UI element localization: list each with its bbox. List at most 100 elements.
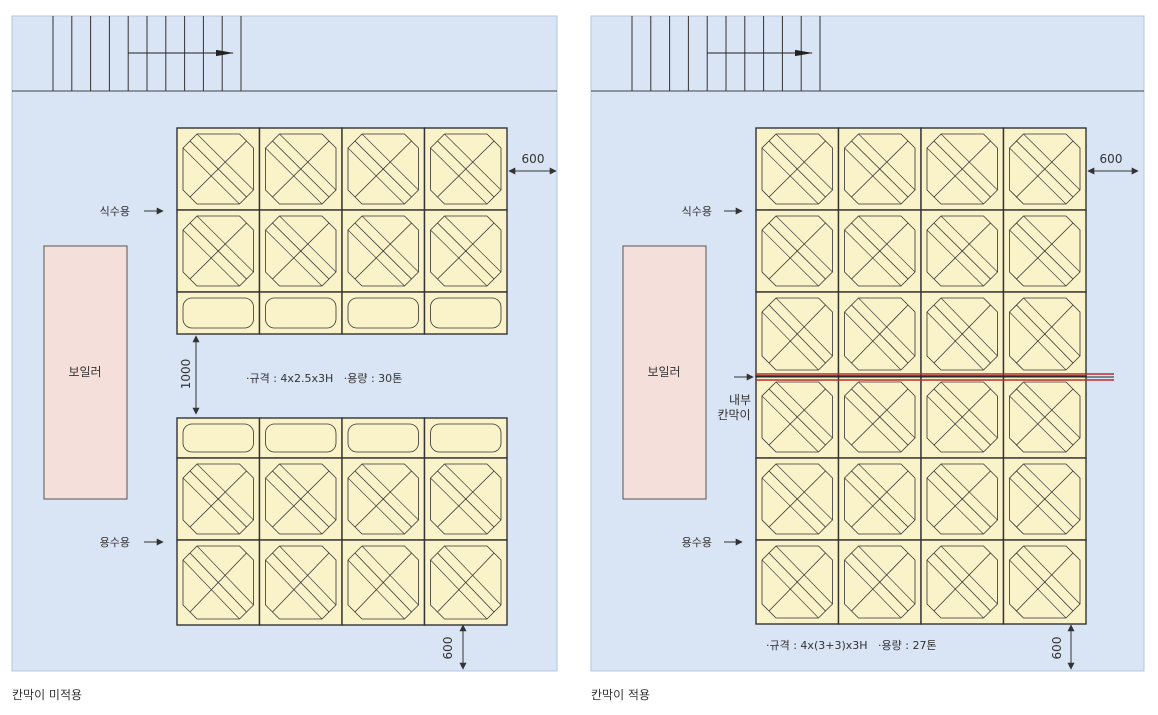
tank-diagonal [437, 470, 495, 528]
tank-cover [265, 423, 337, 453]
tank-rib [926, 229, 984, 287]
tank-diagonal [272, 552, 330, 613]
right-dim-side: 600 [1100, 152, 1123, 166]
right-utility-label: 용수용 [682, 536, 712, 549]
tank-rib [444, 133, 502, 191]
tank-rib [444, 463, 502, 521]
tank-rib [279, 133, 337, 191]
left-panel: 보일러 식수용 용수용 600 1000 ·규격 : 4x2.5x3H ·용량 … [11, 15, 558, 672]
tank-rib [182, 477, 240, 535]
tank-diagonal [851, 388, 909, 446]
tank-rib [940, 215, 998, 273]
tank-diagonal [851, 552, 909, 612]
left-dim-bottom: 600 [441, 637, 455, 660]
tank-diagonal [933, 470, 991, 528]
tank-rib [1023, 381, 1081, 439]
right-panel: 보일러 식수용 내부 칸막이 용수용 600 ·규격 : 4x(3+3)x3H … [590, 15, 1145, 672]
tank-rib [265, 147, 323, 205]
tank-rib [940, 381, 998, 439]
tank-diagonal [437, 552, 495, 613]
tank-rib [844, 395, 902, 453]
tank-cover [430, 297, 502, 329]
tank-diagonal [354, 552, 412, 613]
tank-cell [176, 417, 261, 459]
tank-rib [361, 133, 419, 191]
right-spec: ·규격 : 4x(3+3)x3H ·용량 : 27톤 [766, 639, 937, 652]
left-boiler-label: 보일러 [68, 365, 101, 379]
left-tank-grid [176, 127, 508, 626]
left-spec: ·규격 : 4x2.5x3H ·용량 : 30톤 [246, 372, 402, 385]
tank-diagonal [768, 388, 826, 446]
tank-rib [761, 477, 819, 535]
tank-rib [858, 545, 916, 605]
tank-rib [182, 229, 240, 287]
tank-rib [279, 463, 337, 521]
tank-cover [182, 423, 254, 453]
tank-rib [940, 297, 998, 357]
tank-diagonal [851, 304, 909, 364]
tank-rib [430, 559, 488, 620]
tank-diagonal [189, 552, 247, 613]
tank-diagonal [933, 304, 991, 364]
tank-rib [1009, 147, 1067, 205]
tank-diagonal [189, 222, 247, 280]
tank-diagonal [768, 552, 826, 612]
tank-rib [926, 311, 984, 371]
right-partition-label-1: 내부 [729, 393, 751, 407]
tank-cover [347, 423, 419, 453]
tank-rib [265, 229, 323, 287]
tank-rib [844, 311, 902, 371]
tank-rib [858, 215, 916, 273]
left-caption: 칸막이 미적용 [12, 688, 83, 702]
left-utility-label: 용수용 [100, 536, 130, 549]
tank-diagonal [189, 470, 247, 528]
tank-rib [775, 545, 833, 605]
tank-cell [258, 291, 343, 335]
tank-diagonal [851, 140, 909, 198]
tank-diagonal [933, 552, 991, 612]
tank-rib [940, 463, 998, 521]
tank-diagonal [189, 140, 247, 198]
tank-rib [444, 215, 502, 273]
tank-rib [940, 133, 998, 191]
tank-diagonal [851, 470, 909, 528]
tank-rib [196, 545, 254, 606]
right-dim-bottom: 600 [1050, 637, 1064, 660]
tank-rib [858, 381, 916, 439]
tank-diagonal [851, 222, 909, 280]
tank-diagonal [354, 140, 412, 198]
tank-rib [182, 559, 240, 620]
tank-diagonal [1016, 470, 1074, 528]
tank-rib [265, 477, 323, 535]
tank-rib [265, 559, 323, 620]
tank-rib [775, 133, 833, 191]
tank-rib [182, 147, 240, 205]
tank-rib [844, 559, 902, 619]
tank-rib [858, 297, 916, 357]
tank-rib [940, 545, 998, 605]
tank-rib [196, 215, 254, 273]
tank-rib [844, 147, 902, 205]
tank-cell [258, 417, 343, 459]
tank-rib [196, 463, 254, 521]
tank-rib [775, 463, 833, 521]
tank-diagonal [768, 304, 826, 364]
tank-diagonal [354, 222, 412, 280]
tank-diagonal [768, 222, 826, 280]
tank-rib [761, 395, 819, 453]
left-dim-side: 600 [522, 152, 545, 166]
right-tank-grid [755, 127, 1087, 625]
tank-diagonal [437, 140, 495, 198]
tank-rib [361, 215, 419, 273]
left-dim-gap: 1000 [179, 359, 193, 390]
tank-rib [926, 559, 984, 619]
tank-diagonal [1016, 388, 1074, 446]
tank-rib [761, 559, 819, 619]
tank-rib [279, 215, 337, 273]
tank-diagonal [768, 470, 826, 528]
tank-rib [1023, 463, 1081, 521]
tank-rib [1023, 545, 1081, 605]
tank-rib [430, 229, 488, 287]
tank-cover [347, 297, 419, 329]
tank-rib [279, 545, 337, 606]
